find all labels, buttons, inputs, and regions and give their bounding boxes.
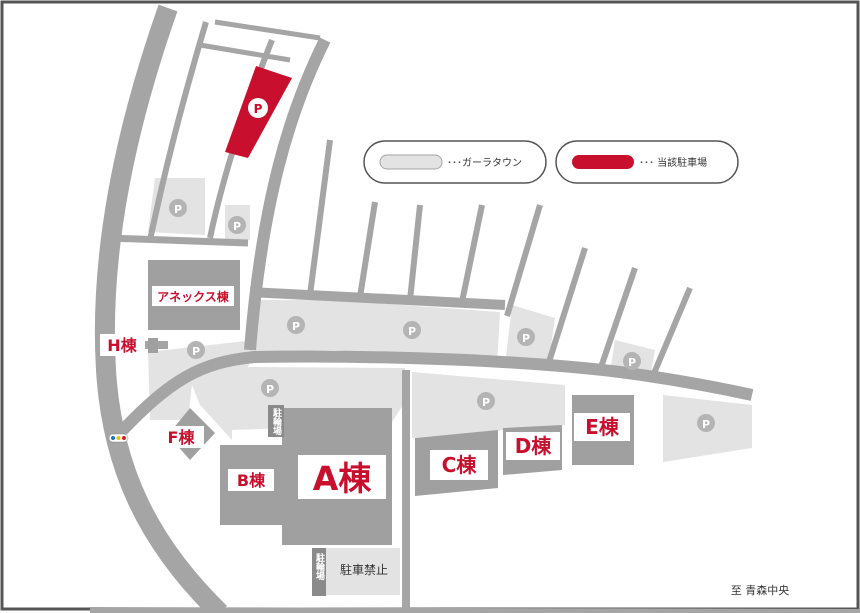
parking-letter: P [522, 332, 530, 345]
parking-marker-row-east: P [517, 328, 535, 346]
road-north-cross-1 [199, 42, 291, 63]
parking-letter: P [266, 383, 274, 396]
parking-marker-row-west: P [287, 316, 305, 334]
parking-letter: P [233, 220, 241, 233]
parking-marker-nw: P [169, 199, 187, 217]
e-label: E棟 [585, 415, 620, 439]
road-spoke-1 [307, 139, 333, 296]
c-label-plate [430, 450, 488, 480]
parking-letter: P [628, 356, 636, 369]
legend-garage-town-label: ･･･ガーラタウン [447, 157, 522, 169]
d-label: D棟 [515, 434, 553, 458]
parking-letter: P [174, 203, 182, 216]
direction-label: 至 青森中央 [731, 583, 790, 597]
road-spoke-2 [357, 201, 378, 298]
bicycle-parking-1-block [268, 405, 284, 437]
bicycle-parking-label-1: 駐輪場 [271, 407, 282, 436]
lot-no-parking [312, 548, 400, 595]
road-north-cross-2 [214, 19, 321, 41]
annex-label-plate [152, 286, 234, 306]
parking-marker-central: P [261, 379, 279, 397]
bicycle-parking-2-block [312, 548, 326, 596]
a-label: A棟 [313, 459, 373, 498]
e-label-plate [574, 413, 630, 441]
h-label-plate [100, 334, 144, 356]
parking-letter: P [482, 396, 490, 409]
road-south-west [113, 351, 256, 440]
a-label-plate [298, 455, 386, 499]
parking-marker-h: P [187, 341, 205, 359]
b-label: B棟 [237, 471, 266, 490]
annex-label: アネックス棟 [157, 289, 230, 304]
h-building [148, 338, 158, 353]
legend-garage-town-box [363, 140, 547, 184]
road-north-row [249, 287, 506, 310]
parking-marker-small-east: P [623, 352, 641, 370]
parking-marker-south-east: P [697, 414, 715, 432]
parking-letter: P [192, 345, 200, 358]
road-spoke-4 [459, 204, 485, 303]
road-main-east [251, 350, 754, 401]
traffic-signal-icon [108, 433, 129, 443]
legend-target-parking-swatch [572, 155, 634, 169]
building-labels: アネックス棟 H棟 F棟 B棟 A棟 C棟 D棟 E棟 [100, 286, 630, 499]
roads [89, 4, 860, 613]
no-parking-label: 駐車禁止 [340, 562, 388, 577]
d-label-plate [506, 432, 560, 460]
legend-garage-town-swatch [379, 154, 443, 170]
parking-letter: P [408, 325, 416, 338]
parking-marker-south-middle: P [477, 392, 495, 410]
road-spoke-5 [504, 204, 543, 317]
parking-marker-row-middle: P [403, 321, 421, 339]
road-spoke-6 [545, 247, 588, 366]
b-label-plate [228, 469, 274, 491]
f-label-plate [158, 426, 204, 448]
road-west-arc [94, 4, 227, 613]
h-label: H棟 [107, 336, 137, 355]
f-label: F棟 [168, 428, 196, 447]
parking-letter: P [702, 418, 710, 431]
legend-target-parking-label: ･･･ 当該駐車場 [639, 156, 707, 169]
road-h-connector [107, 234, 249, 247]
parking-letter: P [254, 102, 263, 116]
parking-marker-n-small: P [228, 216, 246, 234]
road-spoke-7 [597, 267, 638, 371]
parking-markers: P P P P P P P P [169, 98, 715, 432]
bicycle-parking-label-2: 駐輪場 [314, 552, 325, 581]
road-inner-arc-1 [147, 21, 209, 241]
road-spoke-3 [407, 204, 423, 301]
parking-letter: P [292, 320, 300, 333]
c-label: C棟 [442, 453, 478, 477]
road-bottom [89, 607, 860, 613]
legend: ･･･ガーラタウン ･･･ 当該駐車場 [363, 140, 739, 184]
parking-marker-target: P [248, 98, 268, 118]
legend-target-parking-box [555, 140, 739, 184]
road-spoke-8 [649, 286, 693, 380]
